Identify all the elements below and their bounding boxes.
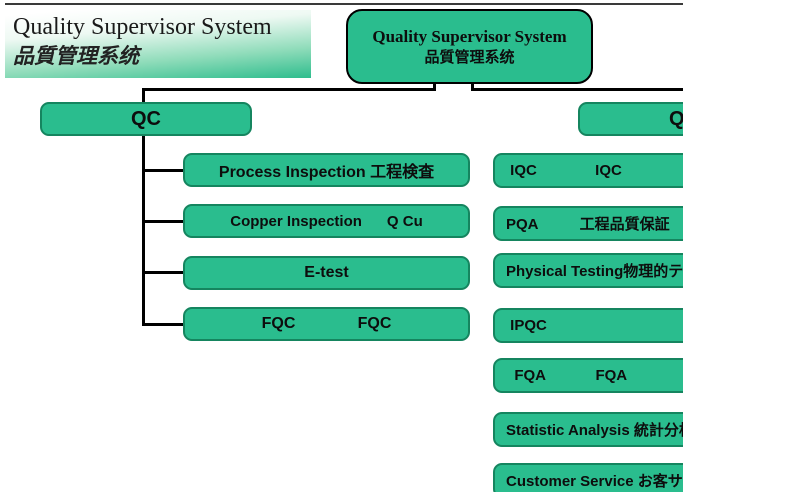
- node-iqc: IQC IQC: [493, 153, 683, 188]
- root-node-box: Quality Supervisor System 品質管理系统: [346, 9, 593, 84]
- node-fqc: FQC FQC: [183, 307, 470, 341]
- node-label: Statistic Analysis 統計分析: [506, 422, 683, 439]
- qc-branch-box: QC: [40, 102, 252, 136]
- connector-qc-elbow-2: [142, 220, 184, 223]
- node-label: Customer Service お客サービス: [506, 473, 683, 490]
- connector-qc-trunk: [142, 135, 145, 326]
- node-label: FQC FQC: [261, 315, 392, 332]
- node-copper-inspection: Copper Inspection Q Cu: [183, 204, 470, 238]
- node-ipqc: IPQC: [493, 308, 683, 343]
- node-label: E-test: [304, 264, 349, 281]
- node-physical-testing: Physical Testing物理的テスト: [493, 253, 683, 288]
- node-label: FQA FQA: [506, 367, 628, 384]
- node-fqa: FQA FQA: [493, 358, 683, 393]
- connector-horizontal-left: [143, 88, 436, 91]
- connector-qc-drop: [142, 88, 145, 103]
- node-label: Process Inspection 工程検査: [218, 164, 435, 181]
- node-process-inspection: Process Inspection 工程検査: [183, 153, 470, 187]
- page-title-cjk: 品質管理系统: [13, 44, 139, 68]
- connector-qc-elbow-4: [142, 323, 184, 326]
- connector-root-stub-left: [433, 84, 436, 91]
- title-banner: Quality Supervisor System 品質管理系统: [5, 10, 311, 78]
- page-title-en: Quality Supervisor System: [13, 14, 272, 40]
- connector-qc-elbow-1: [142, 169, 184, 172]
- node-statistic-analysis: Statistic Analysis 統計分析: [493, 412, 683, 447]
- node-pqa: PQA 工程品質保証: [493, 206, 683, 241]
- node-label: IPQC: [506, 317, 547, 334]
- node-label: Physical Testing物理的テスト: [506, 263, 683, 280]
- connector-qc-elbow-3: [142, 271, 184, 274]
- qc-branch-label: QC: [131, 107, 161, 130]
- connector-horizontal-right: [471, 88, 683, 91]
- qa-branch-box: QA: [578, 102, 683, 136]
- node-customer-service: Customer Service お客サービス: [493, 463, 683, 492]
- connector-root-stub-right: [471, 84, 474, 91]
- node-label: IQC IQC: [506, 162, 622, 179]
- root-node-title-en: Quality Supervisor System: [372, 26, 567, 46]
- node-label: Copper Inspection Q Cu: [230, 212, 423, 230]
- node-label: PQA 工程品質保証: [506, 216, 670, 233]
- slide-canvas: Quality Supervisor System 品質管理系统 Quality…: [5, 3, 683, 492]
- node-e-test: E-test: [183, 256, 470, 290]
- root-node-title-cjk: 品質管理系统: [424, 49, 515, 66]
- qa-branch-label: QA: [669, 108, 683, 131]
- top-rule-divider: [5, 3, 683, 5]
